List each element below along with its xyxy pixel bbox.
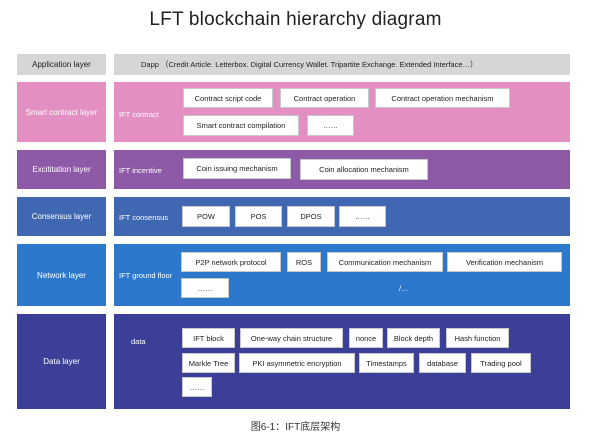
excitation-layer-label: Excititation layer xyxy=(17,150,106,189)
excitation-layer-panel: IFT incentive Coin issuing mechanism Coi… xyxy=(114,150,570,189)
network-layer-label: Network layer xyxy=(17,244,106,306)
chip-nonce: nonce xyxy=(349,328,383,348)
chip-verification-mechanism: Verification mechanism xyxy=(447,252,562,272)
smart-contract-layer-panel: IFT contract Contract script code Contra… xyxy=(114,82,570,142)
figure-caption: 图6-1：IFT底层架构 xyxy=(250,422,341,433)
chip-pow: POW xyxy=(182,206,230,227)
chip-communication-mechanism: Communication mechanism xyxy=(327,252,443,272)
chip-p2p-network-protocol: P2P network protocol xyxy=(181,252,281,272)
application-layer-content: Dapp （Credit Article. Letterbox. Digital… xyxy=(141,60,478,69)
chip-dpos: DPOS xyxy=(287,206,335,227)
excitation-panel-label: IFT incentive xyxy=(119,166,162,175)
application-layer-label: Application layer xyxy=(17,54,106,75)
chip-coin-issuing-mechanism: Coin issuing mechanism xyxy=(183,158,291,179)
application-layer-panel: Dapp （Credit Article. Letterbox. Digital… xyxy=(114,54,570,75)
chip-ellipsis: …… xyxy=(182,377,212,397)
chip-database: database xyxy=(419,353,466,373)
chip-contract-operation: Contract operation xyxy=(280,88,369,108)
chip-timestamps: Timestamps xyxy=(359,353,414,373)
consensus-panel-label: IFT consensus xyxy=(119,213,169,222)
chip-pos: POS xyxy=(235,206,282,227)
data-layer-panel: data IFT block One-way chain structure n… xyxy=(114,314,570,409)
smart-contract-panel-label: IFT contract xyxy=(119,110,159,119)
chip-smart-contract-compilation: Smart contract compilation xyxy=(183,115,299,136)
consensus-layer-label: Consensus layer xyxy=(17,197,106,236)
chip-trading-pool: Trading pool xyxy=(471,353,531,373)
chip-ellipsis: …… xyxy=(307,115,354,136)
network-layer-panel: IFT ground floor P2P network protocol RO… xyxy=(114,244,570,306)
data-panel-label: data xyxy=(131,337,146,346)
network-extra-text: /… xyxy=(399,284,409,293)
chip-contract-operation-mechanism: Contract operation mechanism xyxy=(375,88,510,108)
chip-contract-script-code: Contract script code xyxy=(183,88,273,108)
data-layer-label: Data layer xyxy=(17,314,106,409)
chip-block-depth: Block depth xyxy=(387,328,440,348)
chip-markle-tree: Markle Tree xyxy=(182,353,235,373)
diagram-title: LFT blockchain hierarchy diagram xyxy=(149,9,442,30)
chip-pki-asymmetric-encryption: PKI asymmetric encryption xyxy=(239,353,355,373)
consensus-layer-panel: IFT consensus POW POS DPOS …… xyxy=(114,197,570,236)
chip-one-way-chain-structure: One-way chain structure xyxy=(240,328,343,348)
chip-ros: ROS xyxy=(287,252,321,272)
smart-contract-layer-label: Smart contract layer xyxy=(17,82,106,142)
chip-ift-block: IFT block xyxy=(182,328,235,348)
chip-coin-allocation-mechanism: Coin allocation mechanism xyxy=(300,159,428,180)
network-panel-label: IFT ground floor xyxy=(119,271,173,280)
chip-ellipsis: …… xyxy=(181,278,229,298)
chip-ellipsis: …… xyxy=(339,206,386,227)
chip-hash-function: Hash function xyxy=(446,328,509,348)
